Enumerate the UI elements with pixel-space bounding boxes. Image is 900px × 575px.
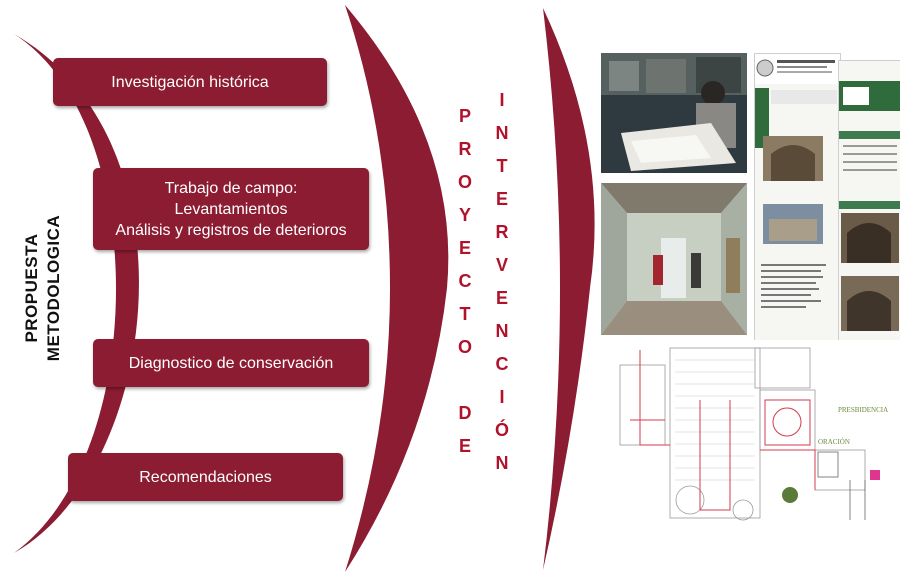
- right-arrow: [543, 8, 595, 570]
- letter: E: [496, 189, 509, 209]
- letter: E: [496, 288, 509, 308]
- letter: R: [495, 222, 509, 242]
- letter: C: [458, 271, 472, 291]
- side-title-line1: PROPUESTA: [22, 233, 41, 343]
- step-recomendaciones: Recomendaciones: [68, 453, 343, 501]
- left-crescent: [14, 34, 139, 553]
- word-proyecto-de: P R O Y E C T O D E: [458, 100, 472, 463]
- step-label: Levantamientos: [174, 200, 288, 218]
- step-trabajo-campo: Trabajo de campo: Levantamientos Análisi…: [93, 168, 369, 250]
- letter: I: [499, 387, 505, 407]
- middle-arrow: [345, 5, 449, 572]
- side-title: PROPUESTA METODOLOGICA: [21, 188, 67, 388]
- letter: D: [458, 403, 472, 423]
- word-intervencion: I N T E R V E N C I Ó N: [495, 84, 509, 480]
- report-sheet-1: [754, 53, 841, 347]
- letter: N: [495, 123, 509, 143]
- archive-photo: [601, 53, 747, 173]
- side-title-line2: METODOLOGICA: [44, 214, 63, 362]
- letter: V: [496, 255, 509, 275]
- letter: O: [458, 337, 473, 357]
- letter: T: [496, 156, 508, 176]
- step-label: Trabajo de campo:: [164, 179, 298, 197]
- letter: I: [499, 90, 505, 110]
- step-label: Recomendaciones: [139, 468, 272, 486]
- step-diagnostico: Diagnostico de conservación: [93, 339, 369, 387]
- plan-label-presbidencia: PRESBIDENCIA: [838, 406, 888, 414]
- letter: T: [459, 304, 471, 324]
- step-investigacion: Investigación histórica: [53, 58, 327, 106]
- letter: N: [495, 453, 509, 473]
- letter: O: [458, 172, 473, 192]
- report-sheet-2: [838, 60, 900, 347]
- step-label: Investigación histórica: [111, 73, 269, 91]
- letter: R: [458, 139, 472, 159]
- letter: C: [495, 354, 509, 374]
- letter: E: [459, 436, 472, 456]
- letter: N: [495, 321, 509, 341]
- step-label: Análisis y registros de deterioros: [115, 221, 347, 239]
- step-label: Diagnostico de conservación: [128, 354, 334, 372]
- letter: Y: [459, 205, 472, 225]
- interior-photo: [601, 183, 747, 335]
- letter: Ó: [495, 420, 510, 440]
- letter: P: [459, 106, 472, 126]
- plan-label-oracion: ORACIÓN: [818, 438, 850, 446]
- floor-plan: PRESBIDENCIA ORACIÓN: [610, 340, 900, 530]
- letter: E: [459, 238, 472, 258]
